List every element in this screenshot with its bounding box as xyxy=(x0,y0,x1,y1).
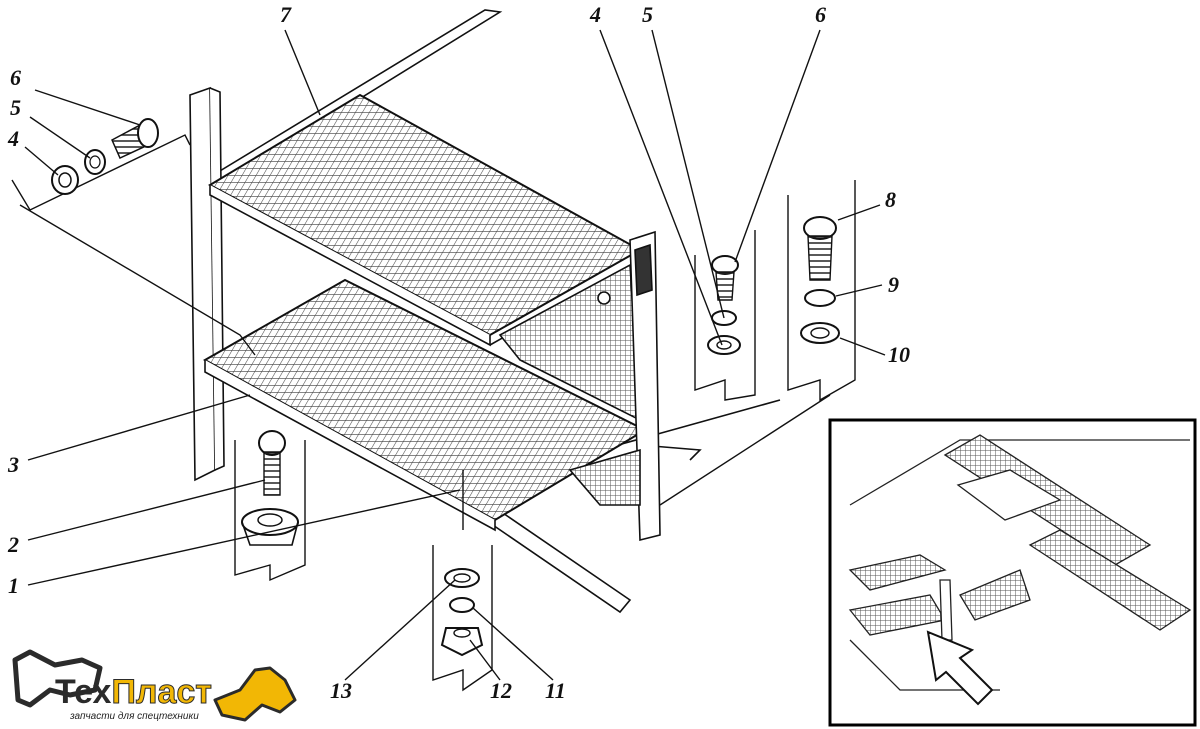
location-arrow-icon xyxy=(926,630,994,706)
bolt-group-far-right xyxy=(659,180,856,506)
callout-5-right: 5 xyxy=(642,2,653,27)
callout-9: 9 xyxy=(888,272,899,297)
logo-text-part2: Пласт xyxy=(111,673,212,711)
logo-text-part1: Тех xyxy=(55,673,112,711)
bolt-group-lower-left xyxy=(234,430,306,582)
lower-mesh-panel xyxy=(202,278,648,532)
callout-11: 11 xyxy=(545,678,566,703)
leader-lines xyxy=(24,29,886,681)
callout-7: 7 xyxy=(280,2,292,27)
callout-2: 2 xyxy=(7,532,19,557)
bolt-group-center-right xyxy=(694,230,756,401)
callout-1: 1 xyxy=(8,573,19,598)
logo-text: ТехПласт xyxy=(55,673,212,711)
callout-3: 3 xyxy=(7,452,19,477)
callout-numbers: 7 6 5 4 4 5 6 8 9 10 3 2 1 13 12 11 xyxy=(7,2,910,703)
bolt-group-top-left xyxy=(11,118,256,356)
callout-6-left: 6 xyxy=(10,65,21,90)
inset-location-view xyxy=(828,418,1197,727)
callout-8: 8 xyxy=(885,187,896,212)
callout-5-left: 5 xyxy=(10,95,21,120)
side-bracket xyxy=(498,230,661,542)
bolt-group-bottom xyxy=(432,470,493,692)
vertical-post xyxy=(189,86,225,482)
company-logo: ТехПласт запчасти для спецтехники xyxy=(12,649,297,722)
logo-tagline: запчасти для спецтехники xyxy=(69,711,199,722)
callout-12: 12 xyxy=(490,678,512,703)
callout-10: 10 xyxy=(888,342,910,367)
callout-6-right: 6 xyxy=(815,2,826,27)
callout-4-right: 4 xyxy=(589,2,601,27)
callout-4-left: 4 xyxy=(7,126,19,151)
callout-13: 13 xyxy=(330,678,352,703)
